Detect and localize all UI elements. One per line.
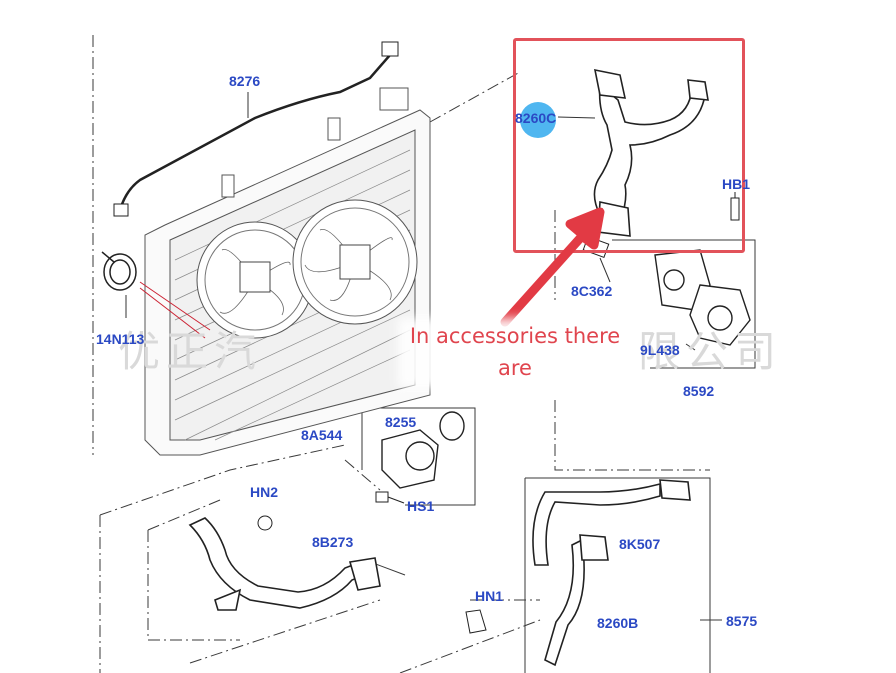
hose-8260b (544, 534, 609, 667)
label-8276: 8276 (229, 73, 261, 89)
label-8b273: 8B273 (312, 534, 354, 550)
callout-line-2: are (498, 356, 532, 380)
watermark-right: 限公司 (638, 327, 783, 376)
label-8k507: 8K507 (619, 536, 661, 552)
callout-line-1: In accessories there (409, 324, 621, 348)
clip-hn1 (465, 609, 487, 634)
label-hb1: HB1 (722, 176, 751, 192)
arrow-icon (500, 207, 605, 327)
hose-8b273 (188, 517, 381, 611)
label-8260b: 8260B (597, 615, 639, 631)
label-hn1: HN1 (475, 588, 504, 604)
label-8a544: 8A544 (301, 427, 343, 443)
frame-8592 (612, 239, 756, 369)
watermark-left: 优正汽 (118, 327, 263, 376)
hose-8260c (593, 68, 709, 237)
sensor-hb1 (730, 192, 740, 221)
label-8255: 8255 (385, 414, 417, 430)
callout-background (398, 318, 634, 388)
thermostat-8a544 (381, 411, 465, 489)
label-8592: 8592 (683, 383, 715, 399)
marker-dot (520, 102, 556, 138)
label-hn2: HN2 (250, 484, 279, 500)
clamp-14n113 (101, 251, 137, 291)
label-8575: 8575 (726, 613, 758, 629)
nut-hn2 (257, 515, 273, 531)
label-9l438: 9L438 (640, 342, 680, 358)
housing-8592 (654, 249, 751, 346)
label-8c362: 8C362 (571, 283, 613, 299)
label-14n113: 14N113 (96, 331, 145, 347)
hose-8k507 (532, 479, 691, 566)
radiator-assembly (144, 87, 431, 456)
frame-8575 (525, 477, 711, 673)
bleed-pipe-8276 (118, 54, 391, 211)
label-hs1: HS1 (407, 498, 435, 514)
bolt-hs1 (375, 491, 405, 504)
frame-8a544 (362, 407, 476, 506)
callout-text: In accessories there are (402, 320, 628, 384)
highlight-box (513, 38, 745, 253)
label-8260c: 8260C (515, 110, 557, 126)
